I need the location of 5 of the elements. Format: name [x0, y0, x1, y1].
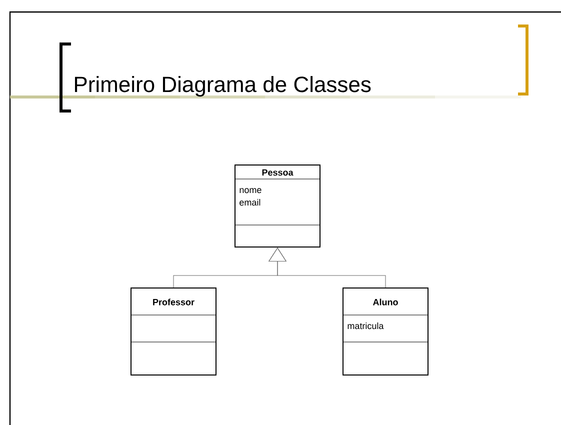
generalization-arrow — [268, 248, 386, 288]
slide-title: Primeiro Diagrama de Classes — [75, 76, 371, 97]
class-box: Aluno matricula — [342, 288, 428, 376]
class-box: Professor — [130, 288, 216, 376]
class-box: Pessoa nome email — [234, 164, 320, 248]
